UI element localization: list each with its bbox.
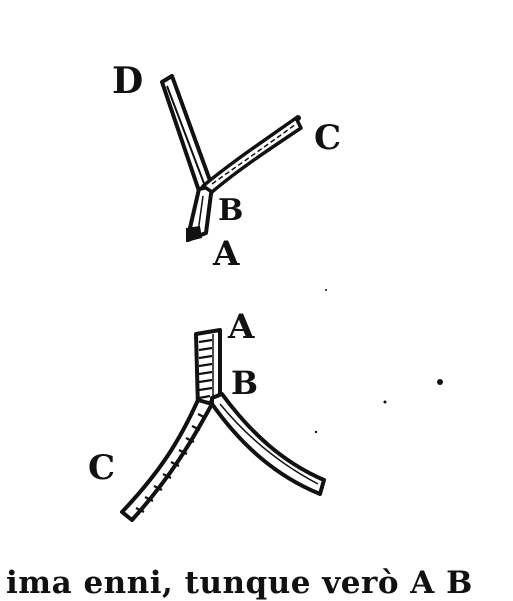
caption-text: ima enni, tunque verò A B	[6, 565, 473, 601]
lower-branch-right	[210, 392, 326, 496]
lower-label-b: B	[231, 364, 258, 402]
print-specks	[314, 289, 443, 434]
upper-label-d: D	[112, 60, 143, 102]
lower-stem-hatching	[198, 338, 213, 400]
upper-label-b: B	[218, 193, 243, 228]
upper-branch-drawing	[160, 74, 303, 242]
upper-label-a: A	[212, 234, 240, 274]
lower-branch-b-c	[120, 398, 214, 522]
upper-foot-a	[186, 226, 202, 242]
lower-left-hatching	[135, 413, 207, 513]
lower-label-a: A	[227, 307, 255, 347]
upper-label-c: C	[314, 118, 341, 158]
lower-branch-drawing	[120, 328, 326, 522]
lower-label-c: C	[88, 448, 115, 488]
